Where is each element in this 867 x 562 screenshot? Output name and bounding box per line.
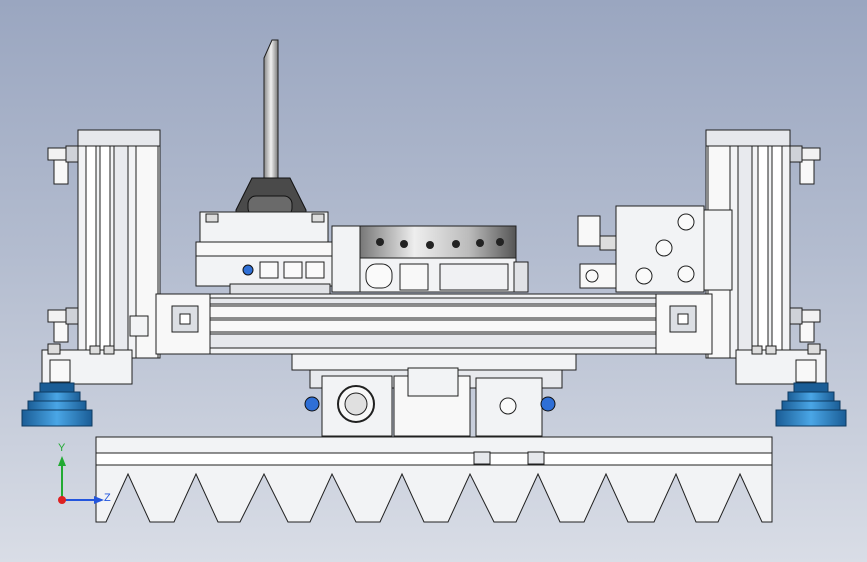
right-suction-cup[interactable] <box>775 382 847 427</box>
valve-block-assembly[interactable] <box>195 177 361 295</box>
left-suction-cup[interactable] <box>21 382 93 427</box>
vertical-rod[interactable] <box>263 39 279 179</box>
center-mount-block[interactable] <box>291 353 577 437</box>
serrated-gripper-plate[interactable] <box>95 436 773 523</box>
right-valve-block[interactable] <box>577 205 733 293</box>
triad-y-label: Y <box>58 442 66 454</box>
left-cylinder-assembly[interactable] <box>41 129 161 385</box>
aluminum-profile-beam[interactable] <box>155 293 713 355</box>
triad-z-label: Z <box>104 492 111 504</box>
rotary-drum[interactable] <box>359 225 529 293</box>
coordinate-triad-icon <box>58 456 104 504</box>
